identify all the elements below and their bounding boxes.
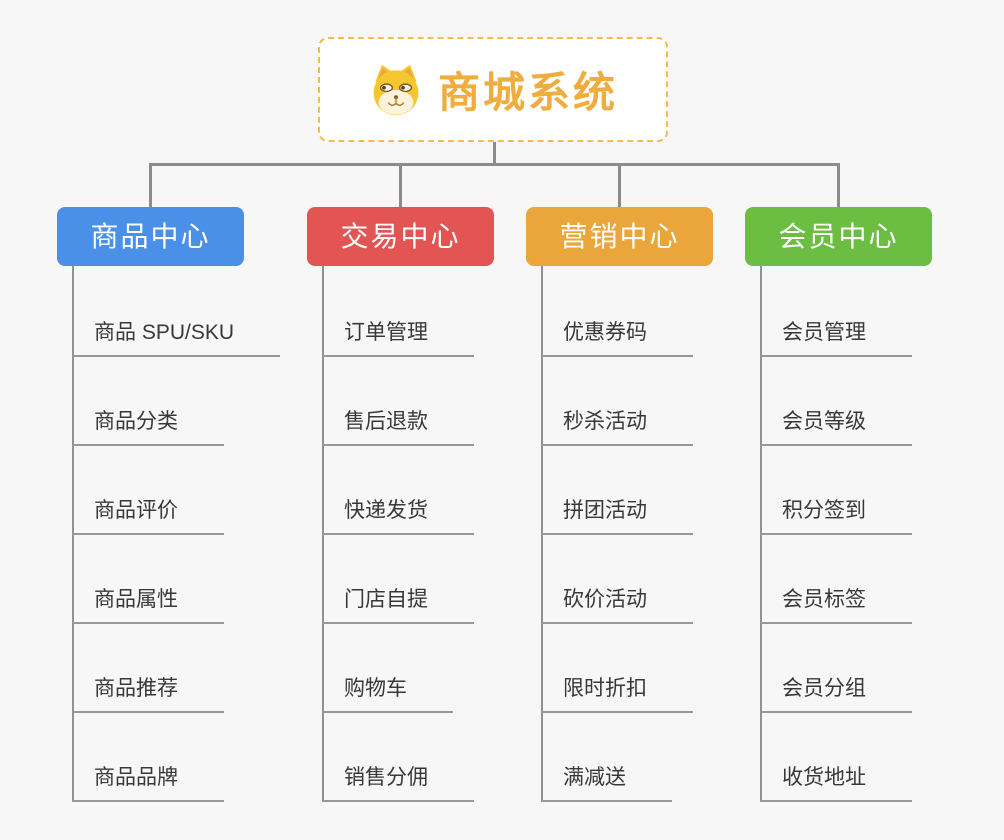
child-node[interactable]: 商品评价: [72, 500, 224, 535]
child-node[interactable]: 商品品牌: [72, 767, 224, 802]
child-node[interactable]: 满减送: [541, 767, 672, 802]
child-node[interactable]: 会员等级: [760, 411, 912, 446]
root-node[interactable]: 商城系统: [318, 37, 668, 142]
child-node[interactable]: 限时折扣: [541, 678, 693, 713]
child-node[interactable]: 会员分组: [760, 678, 912, 713]
child-node[interactable]: 购物车: [322, 678, 453, 713]
child-node[interactable]: 积分签到: [760, 500, 912, 535]
child-node[interactable]: 会员管理: [760, 322, 912, 357]
connector-root-stub: [493, 142, 496, 166]
child-node[interactable]: 商品分类: [72, 411, 224, 446]
child-node[interactable]: 优惠券码: [541, 322, 693, 357]
root-title: 商城系统: [437, 69, 618, 116]
child-node[interactable]: 砍价活动: [541, 589, 693, 624]
child-node[interactable]: 收货地址: [760, 767, 912, 802]
child-node[interactable]: 商品 SPU/SKU: [72, 322, 281, 357]
child-node[interactable]: 拼团活动: [541, 500, 693, 535]
child-node[interactable]: 销售分佣: [322, 767, 474, 802]
branch-node-trade-center[interactable]: 交易中心: [307, 207, 494, 266]
connector-bus: [150, 163, 839, 166]
connector-drop: [399, 163, 402, 207]
connector-drop: [149, 163, 152, 207]
child-node[interactable]: 秒杀活动: [541, 411, 693, 446]
branch-node-member-center[interactable]: 会员中心: [745, 207, 932, 266]
connector-drop: [837, 163, 840, 207]
child-node[interactable]: 门店自提: [322, 589, 474, 624]
child-node[interactable]: 售后退款: [322, 411, 474, 446]
child-node[interactable]: 商品属性: [72, 589, 224, 624]
child-node[interactable]: 会员标签: [760, 589, 912, 624]
connector-drop: [618, 163, 621, 207]
doge-dog-icon: [373, 64, 419, 115]
child-node[interactable]: 商品推荐: [72, 678, 224, 713]
branch-node-product-center[interactable]: 商品中心: [57, 207, 244, 266]
child-node[interactable]: 快递发货: [322, 500, 474, 535]
child-node[interactable]: 订单管理: [322, 322, 474, 357]
branch-node-marketing-center[interactable]: 营销中心: [526, 207, 713, 266]
